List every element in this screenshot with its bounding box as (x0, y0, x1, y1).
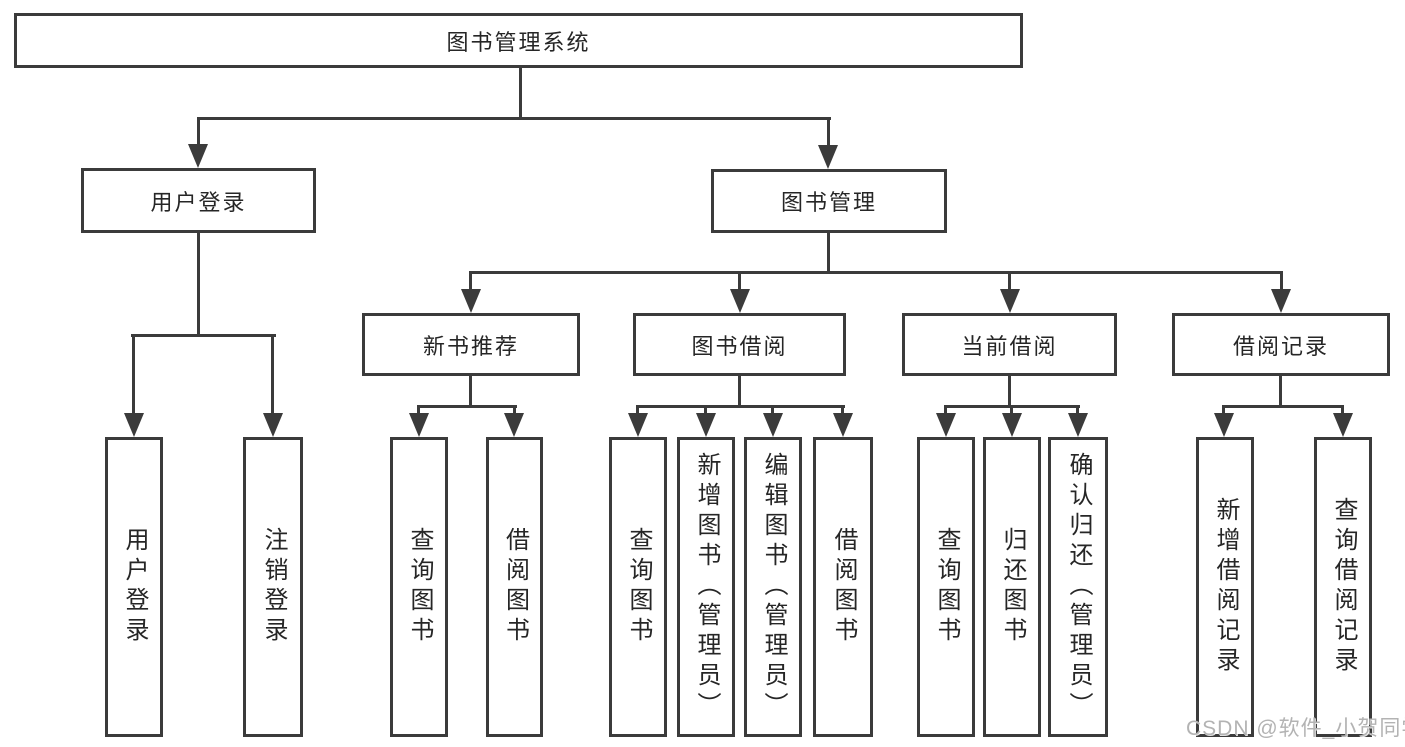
connector-line (469, 376, 472, 407)
connector-line (1280, 271, 1283, 293)
connector-line (738, 271, 741, 293)
csdn-watermark: CSDN @软件_小贺同学 (1186, 717, 1405, 740)
leaf-add-borrow-record: 新增借阅记录 (1196, 437, 1254, 737)
connector-arrow (1333, 413, 1353, 437)
connector-arrow (763, 413, 783, 437)
connector-line (131, 334, 276, 337)
connector-line (197, 117, 200, 147)
connector-arrow (936, 413, 956, 437)
connector-line (841, 405, 844, 417)
connector-arrow (1214, 413, 1234, 437)
connector-arrow (1068, 413, 1088, 437)
connector-line (636, 405, 639, 417)
connector-arrow (696, 413, 716, 437)
connector-line (1076, 405, 1079, 417)
connector-line (469, 271, 1283, 274)
leaf-return-books: 归还图书 (983, 437, 1041, 737)
leaf-query-borrow-record: 查询借阅记录 (1314, 437, 1372, 737)
node-user-login: 用户登录 (81, 168, 316, 233)
leaf-query-books-recommend: 查询图书 (390, 437, 448, 737)
connector-line (417, 405, 517, 408)
connector-arrow (124, 413, 144, 437)
connector-line (519, 66, 522, 120)
leaf-logout: 注销登录 (243, 437, 303, 737)
connector-line (1010, 405, 1013, 417)
node-book-borrow: 图书借阅 (633, 313, 846, 376)
connector-line (417, 405, 420, 417)
connector-line (944, 405, 947, 417)
connector-line (704, 405, 707, 417)
connector-arrow (188, 144, 208, 168)
connector-line (636, 405, 845, 408)
connector-line (1279, 376, 1282, 407)
connector-arrow (263, 413, 283, 437)
node-borrow-record: 借阅记录 (1172, 313, 1390, 376)
node-root: 图书管理系统 (14, 13, 1023, 68)
leaf-user-login: 用户登录 (105, 437, 163, 737)
leaf-add-books-admin: 新增图书（管理员） (677, 437, 735, 737)
connector-arrow (504, 413, 524, 437)
connector-arrow (409, 413, 429, 437)
connector-line (1341, 405, 1344, 417)
connector-line (827, 117, 830, 147)
connector-line (1222, 405, 1344, 408)
connector-line (271, 334, 274, 416)
connector-line (1222, 405, 1225, 417)
connector-line (771, 405, 774, 417)
connector-arrow (1002, 413, 1022, 437)
connector-line (1008, 271, 1011, 293)
connector-arrow (461, 289, 481, 313)
leaf-confirm-return-admin: 确认归还（管理员） (1048, 437, 1108, 737)
connector-line (1008, 376, 1011, 407)
connector-arrow (730, 289, 750, 313)
connector-line (197, 117, 831, 120)
connector-arrow (1271, 289, 1291, 313)
node-book-management: 图书管理 (711, 169, 947, 233)
node-current-borrow: 当前借阅 (902, 313, 1117, 376)
connector-arrow (833, 413, 853, 437)
connector-line (197, 233, 200, 337)
connector-arrow (818, 145, 838, 169)
connector-line (738, 376, 741, 407)
leaf-query-books-current: 查询图书 (917, 437, 975, 737)
connector-line (827, 233, 830, 274)
connector-arrow (1000, 289, 1020, 313)
leaf-query-books-borrow: 查询图书 (609, 437, 667, 737)
connector-line (132, 334, 135, 416)
leaf-borrow-books-recommend: 借阅图书 (486, 437, 543, 737)
leaf-borrow-books: 借阅图书 (813, 437, 873, 737)
connector-line (513, 405, 516, 417)
node-new-book-recommend: 新书推荐 (362, 313, 580, 376)
connector-line (469, 271, 472, 293)
connector-arrow (628, 413, 648, 437)
leaf-edit-books-admin: 编辑图书（管理员） (744, 437, 802, 737)
